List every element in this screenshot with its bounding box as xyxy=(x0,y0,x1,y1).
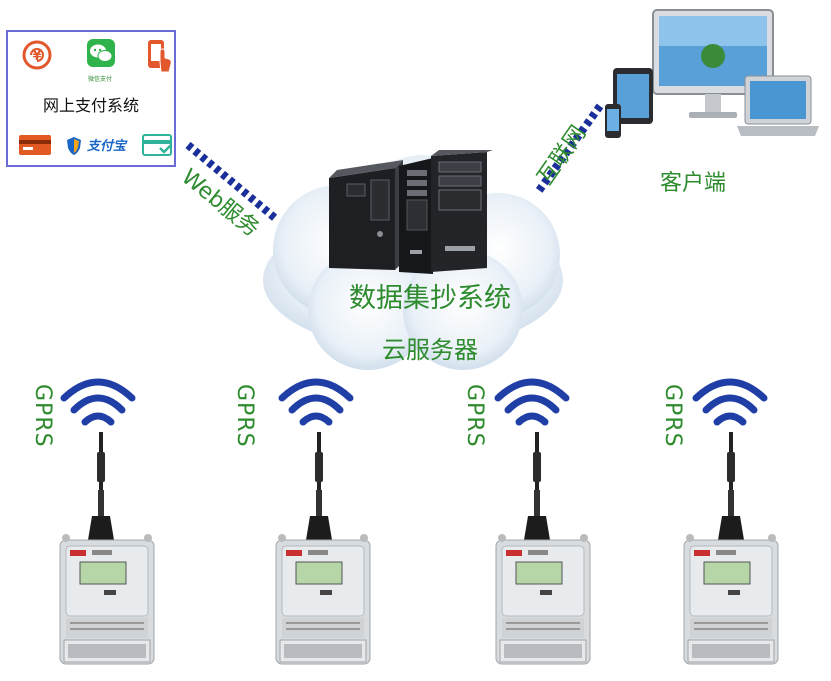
wifi-signal-icon xyxy=(278,378,354,426)
electric-meter xyxy=(275,534,371,665)
yuan-icon: ¥ xyxy=(22,40,52,70)
shield-icon xyxy=(67,137,81,155)
gprs-label: GPRS xyxy=(462,384,487,448)
wifi-signal-icon xyxy=(494,378,570,426)
wifi-signal-icon xyxy=(692,378,768,426)
server-tower-icon xyxy=(329,150,493,274)
data-collection-system-label: 数据集抄系统 xyxy=(349,283,511,314)
wechat-pay-label: 微信支付 xyxy=(87,76,112,83)
web-service-link xyxy=(185,141,278,222)
antenna-icon xyxy=(306,432,332,540)
bank-card-icon xyxy=(19,135,51,155)
gprs-label: GPRS xyxy=(30,384,55,448)
antenna-icon xyxy=(718,432,744,540)
gprs-label: GPRS xyxy=(232,384,257,448)
wechat-icon xyxy=(87,39,115,67)
antenna-icon xyxy=(524,432,550,540)
cloud-server-label: 云服务器 xyxy=(382,336,478,364)
electric-meter xyxy=(59,534,155,665)
client-label: 客户端 xyxy=(660,171,727,196)
online-card-icon xyxy=(142,134,172,156)
mobile-pay-icon xyxy=(148,40,172,73)
client-devices-icon xyxy=(605,9,819,138)
wifi-signal-icon xyxy=(60,378,136,426)
payment-system-title: 网上支付系统 xyxy=(42,96,139,115)
electric-meter xyxy=(683,534,779,665)
gprs-label: GPRS xyxy=(660,384,685,448)
antenna-icon xyxy=(88,432,114,540)
electric-meter xyxy=(495,534,591,665)
svg-text:¥: ¥ xyxy=(32,49,41,64)
payment-system-box: ¥ 微信支付 网上支付系统 支付宝 xyxy=(6,30,176,167)
alipay-label: 支付宝 xyxy=(87,139,127,154)
